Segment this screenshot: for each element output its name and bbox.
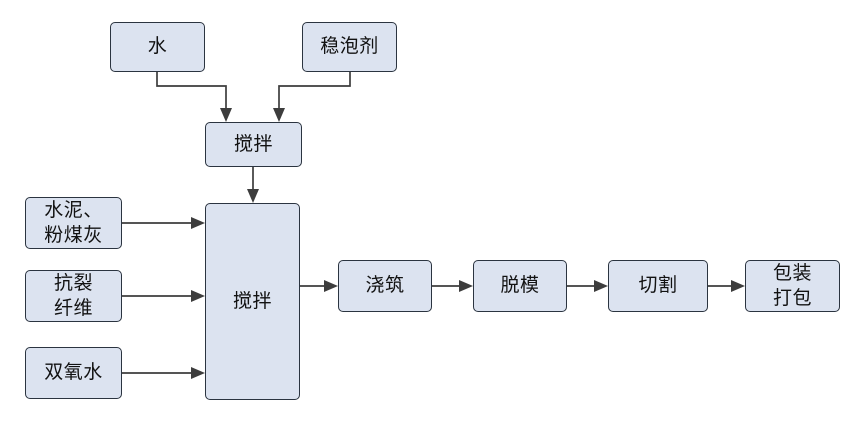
node-anti-crack-fiber[interactable]: 抗裂 纤维 [25,270,122,322]
connector-mix1-to-mix2 [247,167,259,203]
connector-fiber-to-mix2 [122,290,205,302]
node-pouring[interactable]: 浇筑 [338,260,432,312]
connector-water-to-mix1 [156,72,232,122]
node-mixing-first[interactable]: 搅拌 [205,122,302,167]
connector-foam-to-mix1 [273,72,351,122]
node-mixing-main[interactable]: 搅拌 [205,203,300,400]
node-water[interactable]: 水 [110,22,205,72]
node-packaging[interactable]: 包装 打包 [745,260,840,312]
connector-peroxide-to-mix2 [122,367,205,379]
node-cement-fly-ash[interactable]: 水泥、 粉煤灰 [25,197,122,249]
connector-cutting-to-packaging [708,280,745,292]
connector-pouring-to-demolding [432,280,473,292]
connector-demolding-to-cutting [567,280,608,292]
connector-mix2-to-pouring [300,280,338,292]
node-cutting[interactable]: 切割 [608,260,708,312]
node-foam-agent[interactable]: 稳泡剂 [302,22,397,72]
node-demolding[interactable]: 脱模 [473,260,567,312]
node-hydrogen-peroxide[interactable]: 双氧水 [25,347,122,399]
connector-cement-to-mix2 [122,217,205,229]
